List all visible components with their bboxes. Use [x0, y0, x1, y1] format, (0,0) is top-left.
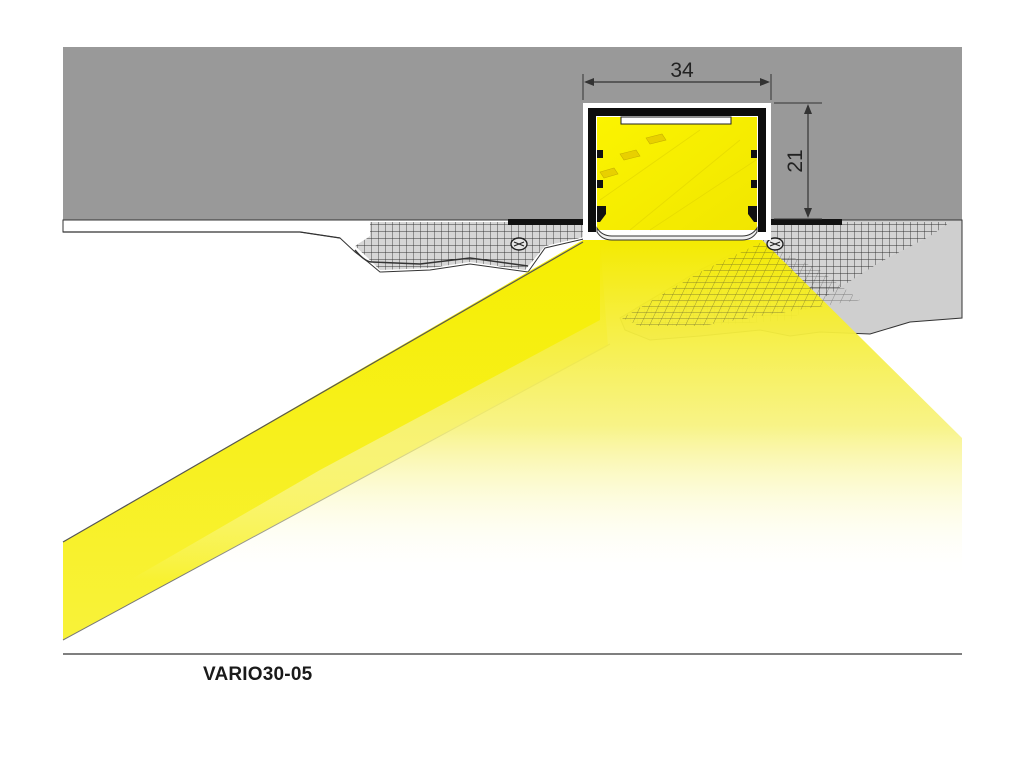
- height-dimension: 21: [774, 102, 822, 220]
- profile-flange-right: [762, 219, 842, 225]
- profile-flange-left: [508, 219, 588, 225]
- clip-right: [748, 150, 757, 222]
- height-dimension-label: 21: [784, 149, 807, 172]
- clip-left: [597, 150, 606, 222]
- model-caption: VARIO30-05: [203, 664, 313, 685]
- width-dimension-label: 34: [670, 59, 694, 82]
- mesh-right-lit: [622, 242, 860, 326]
- ceiling: [63, 47, 962, 220]
- light-beam-right: [130, 238, 962, 580]
- mesh-left: [355, 222, 588, 270]
- beam-left-edge-top: [62, 241, 584, 543]
- plaster-left-edge: [354, 249, 529, 267]
- profile-interior: [597, 117, 757, 230]
- diffuser: [596, 226, 758, 241]
- light-beam-left: [63, 236, 608, 640]
- led-reflections: [599, 133, 667, 179]
- light-rays: [599, 129, 757, 231]
- screw-icon-left: [510, 237, 528, 251]
- surface-line: [63, 231, 341, 239]
- screw-icon-right: [766, 237, 784, 251]
- led-strip: [620, 116, 732, 125]
- width-dimension: 34: [582, 59, 772, 100]
